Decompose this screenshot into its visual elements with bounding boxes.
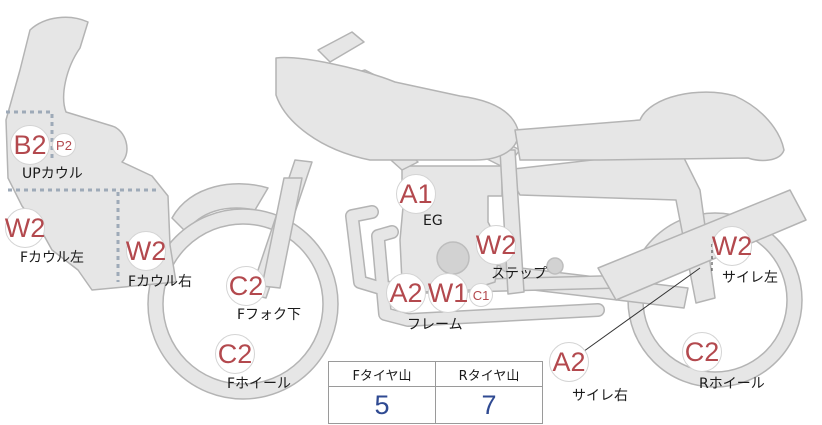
front-cowl-right-badge: W2	[126, 231, 166, 271]
front-wheel-shape	[147, 208, 339, 400]
front-fork-lower-badge: C2	[226, 266, 266, 306]
front-cowl-left-badge: W2	[5, 208, 45, 248]
front-cowl-left-label: Fカウル左	[20, 250, 85, 266]
frame-sub-badge: C1	[469, 283, 493, 307]
handlebar-shape	[317, 31, 365, 63]
exhaust-pipe-lower-inner	[372, 226, 604, 326]
muffler-left-label: サイレ左	[722, 270, 778, 286]
frame-label: フレーム	[407, 317, 463, 333]
front-tread-value: 5	[328, 386, 436, 424]
front-fork-lower-label: Fフォク下	[237, 307, 302, 323]
engine-label: EG	[423, 213, 443, 229]
engine-badge: A1	[396, 174, 436, 214]
muffler-right-leader	[579, 267, 701, 355]
muffler-right-badge: A2	[549, 342, 589, 382]
frame-code-badge: A2	[386, 273, 426, 313]
tread-header-row: Fタイヤ山 Rタイヤ山	[328, 361, 543, 387]
front-tread-header: Fタイヤ山	[328, 361, 436, 387]
engine-cover-shape	[436, 241, 470, 275]
tread-value-row: 5 7	[328, 386, 543, 424]
rear-wheel-label: Rホイール	[699, 376, 765, 392]
fuel-tank-shape	[275, 56, 519, 161]
rear-tread-value: 7	[435, 386, 543, 424]
front-wheel-badge: C2	[215, 334, 255, 374]
rear-peg-shape	[546, 257, 564, 275]
front-cowl-shape	[5, 16, 177, 291]
front-wheel-label: Fホイール	[227, 376, 292, 392]
front-fork-left	[261, 177, 303, 289]
muffler-shape	[597, 189, 807, 301]
rear-tread-header: Rタイヤ山	[435, 361, 543, 387]
step-badge: W2	[476, 225, 516, 265]
muffler-left-badge: W2	[712, 226, 752, 266]
frame-code2-badge: W1	[428, 273, 468, 313]
step-label: ステップ	[491, 266, 547, 282]
seat-shape	[514, 91, 785, 162]
front-cowl-right-label: Fカウル右	[128, 274, 193, 290]
rear-wheel-badge: C2	[682, 332, 722, 372]
tire-tread-table: Fタイヤ山 Rタイヤ山 5 7	[328, 361, 543, 424]
upper-cowl-sub-badge: P2	[52, 133, 76, 157]
muffler-right-label: サイレ右	[572, 388, 628, 404]
upper-cowl-code-badge: B2	[10, 125, 50, 165]
upper-cowl-label: UPカウル	[22, 166, 83, 182]
